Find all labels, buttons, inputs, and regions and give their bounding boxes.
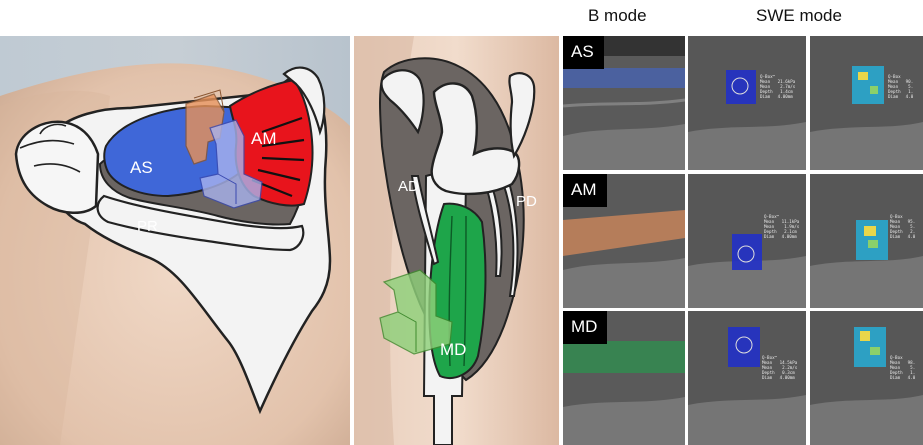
swe-box bbox=[728, 327, 760, 367]
swe-box bbox=[852, 66, 884, 104]
bmode-image-am: AM bbox=[563, 174, 685, 308]
swe-box bbox=[732, 234, 762, 270]
swe-image-as-2: Q-Box Mean 90. Mean 5. Depth 1. Diam 4.0 bbox=[810, 36, 923, 170]
posterior-shoulder-illustration: AS AM PR bbox=[0, 36, 350, 445]
qbox-as-1: Q-Box™ Mean 21.6kPa Mean 2.7m/s Depth 1.… bbox=[760, 74, 795, 99]
swe-image-am-2: Q-Box Mean 95. Mean 5. Depth 2. Diam 4.0 bbox=[810, 174, 923, 308]
label-am: AM bbox=[251, 129, 277, 148]
swe-image-am-1: Q-Box™ Mean 11.1kPa Mean 1.9m/s Depth 2.… bbox=[688, 174, 806, 308]
label-pd: PD bbox=[516, 193, 537, 210]
label-pr: PR bbox=[137, 218, 158, 235]
qbox-as-2: Q-Box Mean 90. Mean 5. Depth 1. Diam 4.0 bbox=[888, 74, 913, 99]
row-tag-md: MD bbox=[563, 311, 607, 344]
row-tag-as: AS bbox=[563, 36, 604, 69]
swe-image-as-1: Q-Box™ Mean 21.6kPa Mean 2.7m/s Depth 1.… bbox=[688, 36, 806, 170]
qbox-am-2: Q-Box Mean 95. Mean 5. Depth 2. Diam 4.0 bbox=[890, 214, 915, 239]
swe-box bbox=[726, 70, 756, 104]
md-roi-band bbox=[563, 341, 685, 373]
posterior-shoulder-svg: AS AM PR bbox=[0, 36, 350, 445]
swe-mode-header: SWE mode bbox=[756, 6, 842, 26]
swe-image-md-1: Q-Box™ Mean 14.5kPa Mean 2.2m/s Depth 0.… bbox=[688, 311, 806, 445]
row-tag-am: AM bbox=[563, 174, 607, 207]
b-mode-header: B mode bbox=[588, 6, 647, 26]
label-as: AS bbox=[130, 158, 153, 177]
label-ad: AD bbox=[398, 178, 419, 195]
label-md: MD bbox=[440, 340, 466, 359]
qbox-md-2: Q-Box Mean 98. Mean 5. Depth 1. Diam 4.0 bbox=[890, 355, 915, 380]
lateral-shoulder-illustration: AD PD MD bbox=[354, 36, 559, 445]
swe-image-md-2: Q-Box Mean 98. Mean 5. Depth 1. Diam 4.0 bbox=[810, 311, 923, 445]
bmode-image-as: AS bbox=[563, 36, 685, 170]
qbox-am-1: Q-Box™ Mean 11.1kPa Mean 1.9m/s Depth 2.… bbox=[764, 214, 799, 239]
as-roi-band bbox=[563, 68, 685, 88]
bmode-image-md: MD bbox=[563, 311, 685, 445]
lateral-shoulder-svg: AD PD MD bbox=[354, 36, 559, 445]
qbox-md-1: Q-Box™ Mean 14.5kPa Mean 2.2m/s Depth 0.… bbox=[762, 355, 797, 380]
